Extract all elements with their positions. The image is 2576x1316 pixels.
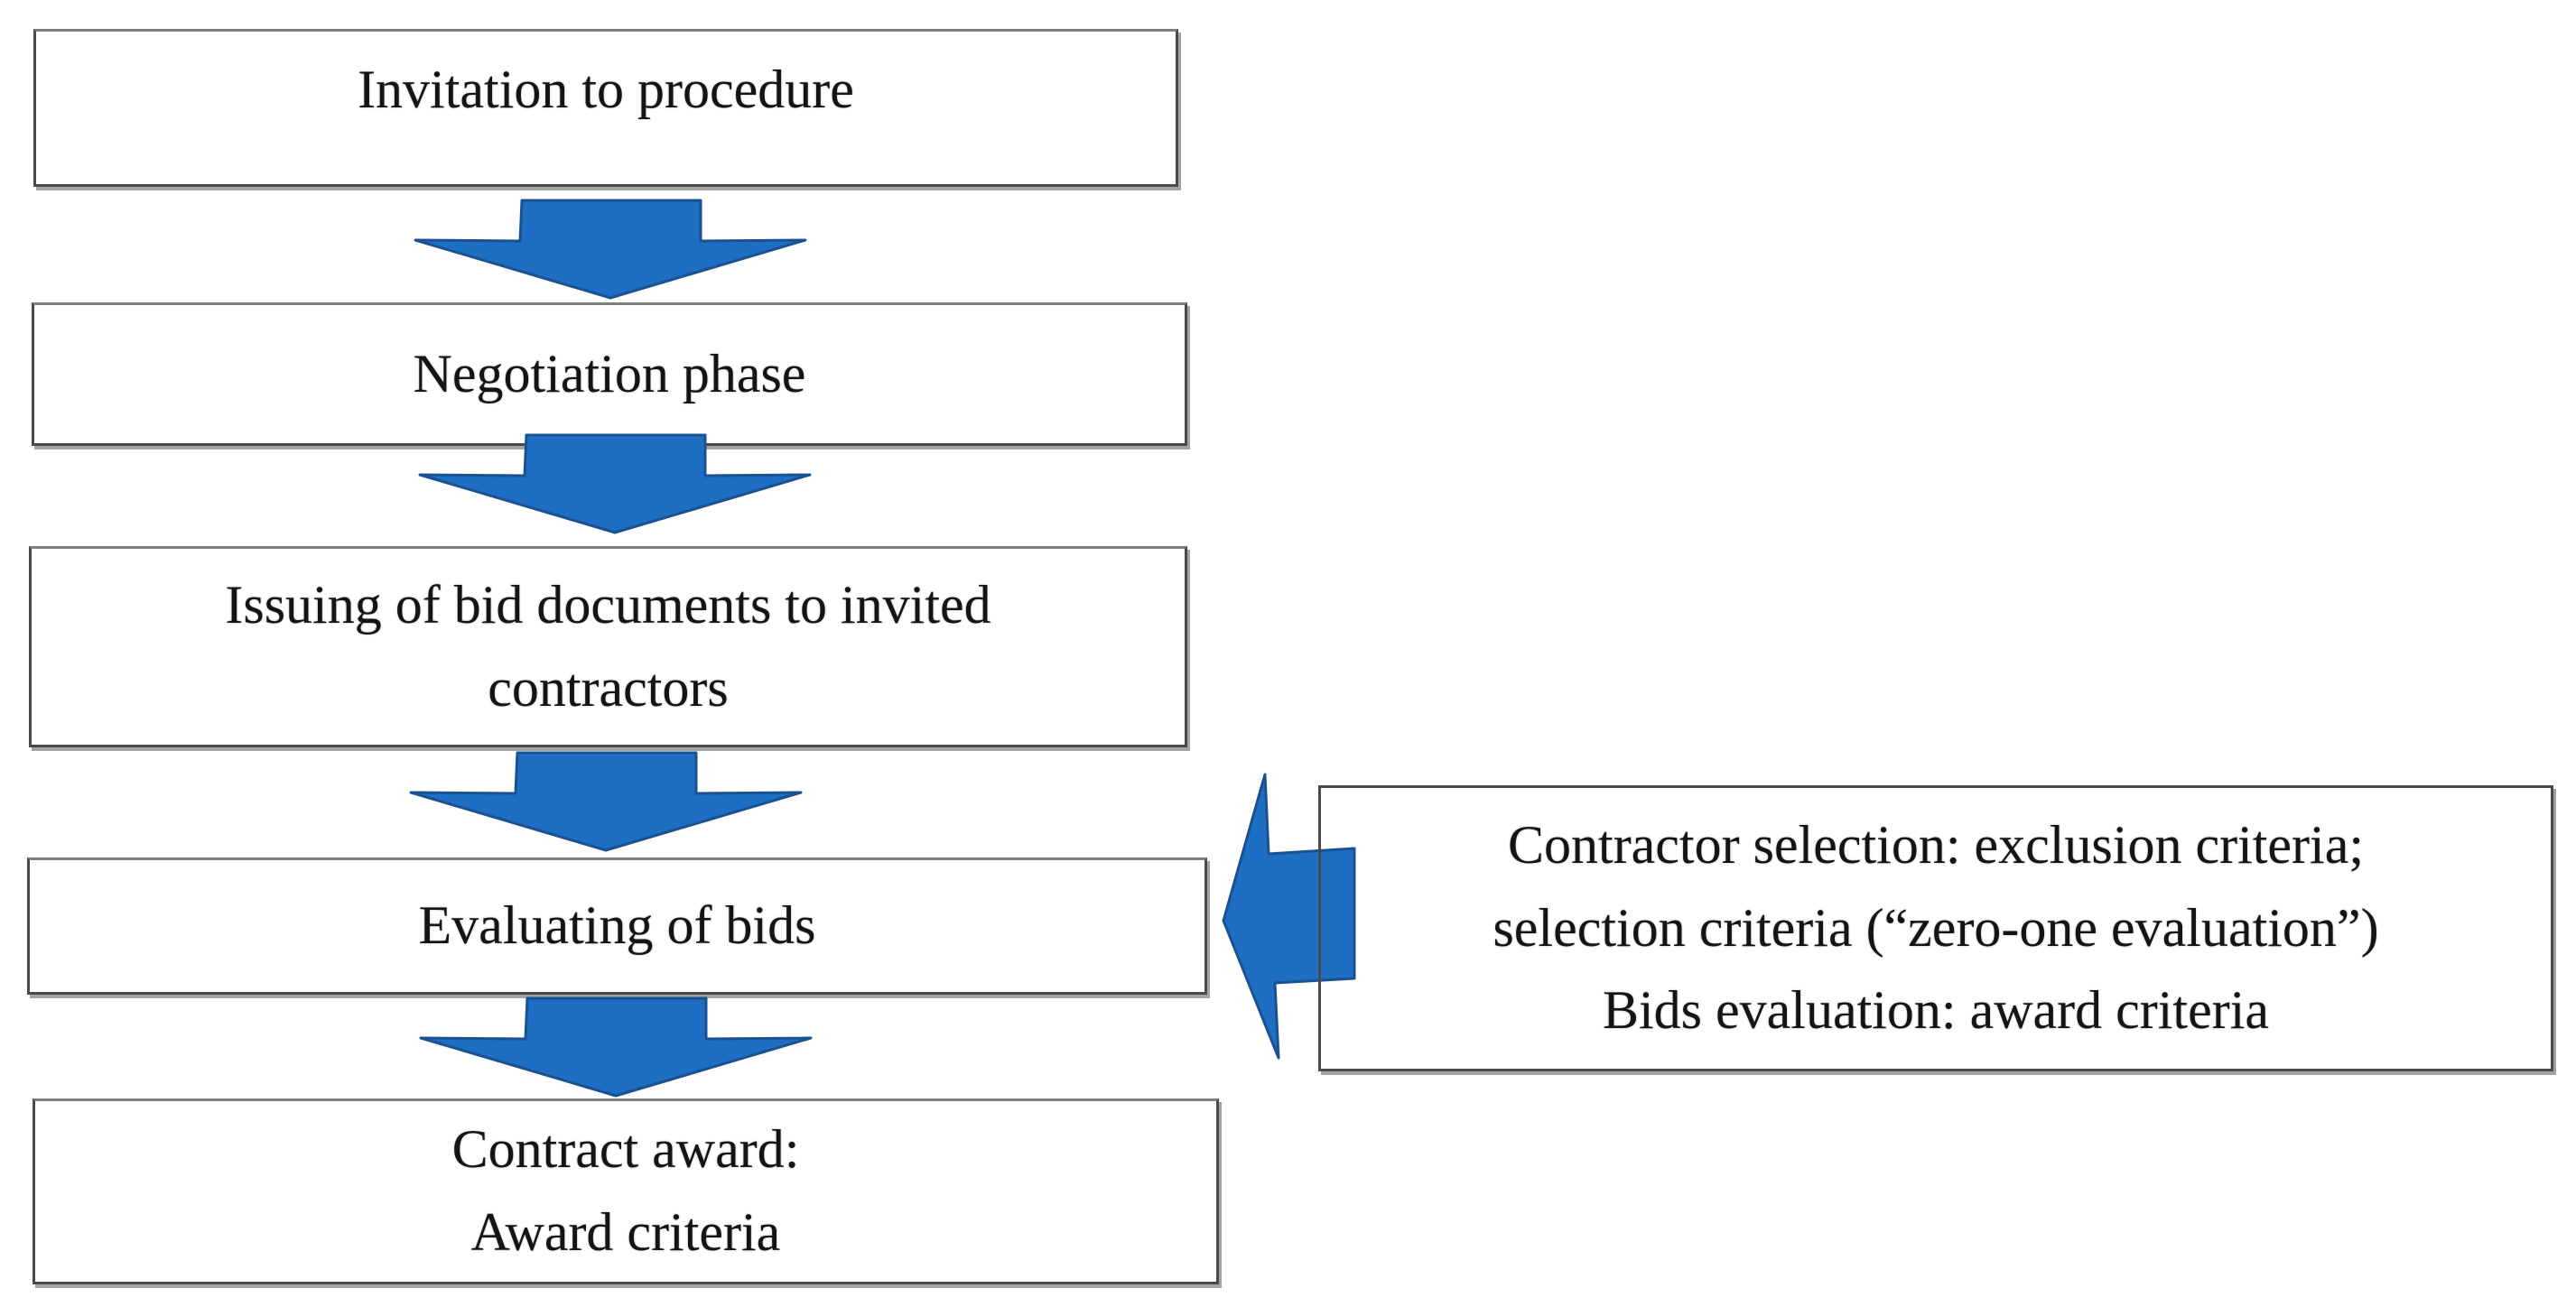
annotation-line-1: Contractor selection: exclusion criteria…	[1508, 814, 2364, 875]
down-arrow-icon	[414, 199, 807, 300]
flow-box-label-line-2: contractors	[488, 657, 729, 718]
annotation-box-selection-criteria: Contractor selection: exclusion criteria…	[1318, 785, 2553, 1071]
down-arrow-icon	[419, 996, 813, 1098]
flow-box-label-line-2: Award criteria	[470, 1202, 781, 1262]
flow-box-label: Evaluating of bids	[418, 895, 816, 956]
down-arrow-shape	[409, 751, 803, 852]
down-arrow-icon	[418, 433, 812, 534]
annotation-line-3: Bids evaluation: award criteria	[1602, 980, 2270, 1041]
left-arrow-shape	[1222, 773, 1356, 1060]
flow-box-evaluating-of-bids: Evaluating of bids	[27, 857, 1207, 995]
down-arrow-shape	[418, 433, 812, 534]
annotation-line-2: selection criteria (“zero-one evaluation…	[1493, 897, 2379, 958]
flow-box-label: Invitation to procedure	[358, 59, 854, 119]
flow-box-label-line-1: Contract award:	[451, 1119, 800, 1180]
down-arrow-shape	[414, 199, 807, 300]
flow-box-issuing-bid-documents: Issuing of bid documents to invited cont…	[29, 546, 1187, 747]
flow-box-negotiation-phase: Negotiation phase	[32, 302, 1187, 446]
down-arrow-icon	[409, 751, 803, 852]
flow-box-contract-award: Contract award: Award criteria	[33, 1098, 1219, 1284]
flow-box-invitation-to-procedure: Invitation to procedure	[33, 29, 1178, 187]
flow-box-label-line-1: Issuing of bid documents to invited	[225, 574, 991, 635]
left-arrow-icon	[1222, 773, 1356, 1060]
flow-box-label: Negotiation phase	[413, 343, 806, 403]
down-arrow-shape	[419, 996, 813, 1098]
